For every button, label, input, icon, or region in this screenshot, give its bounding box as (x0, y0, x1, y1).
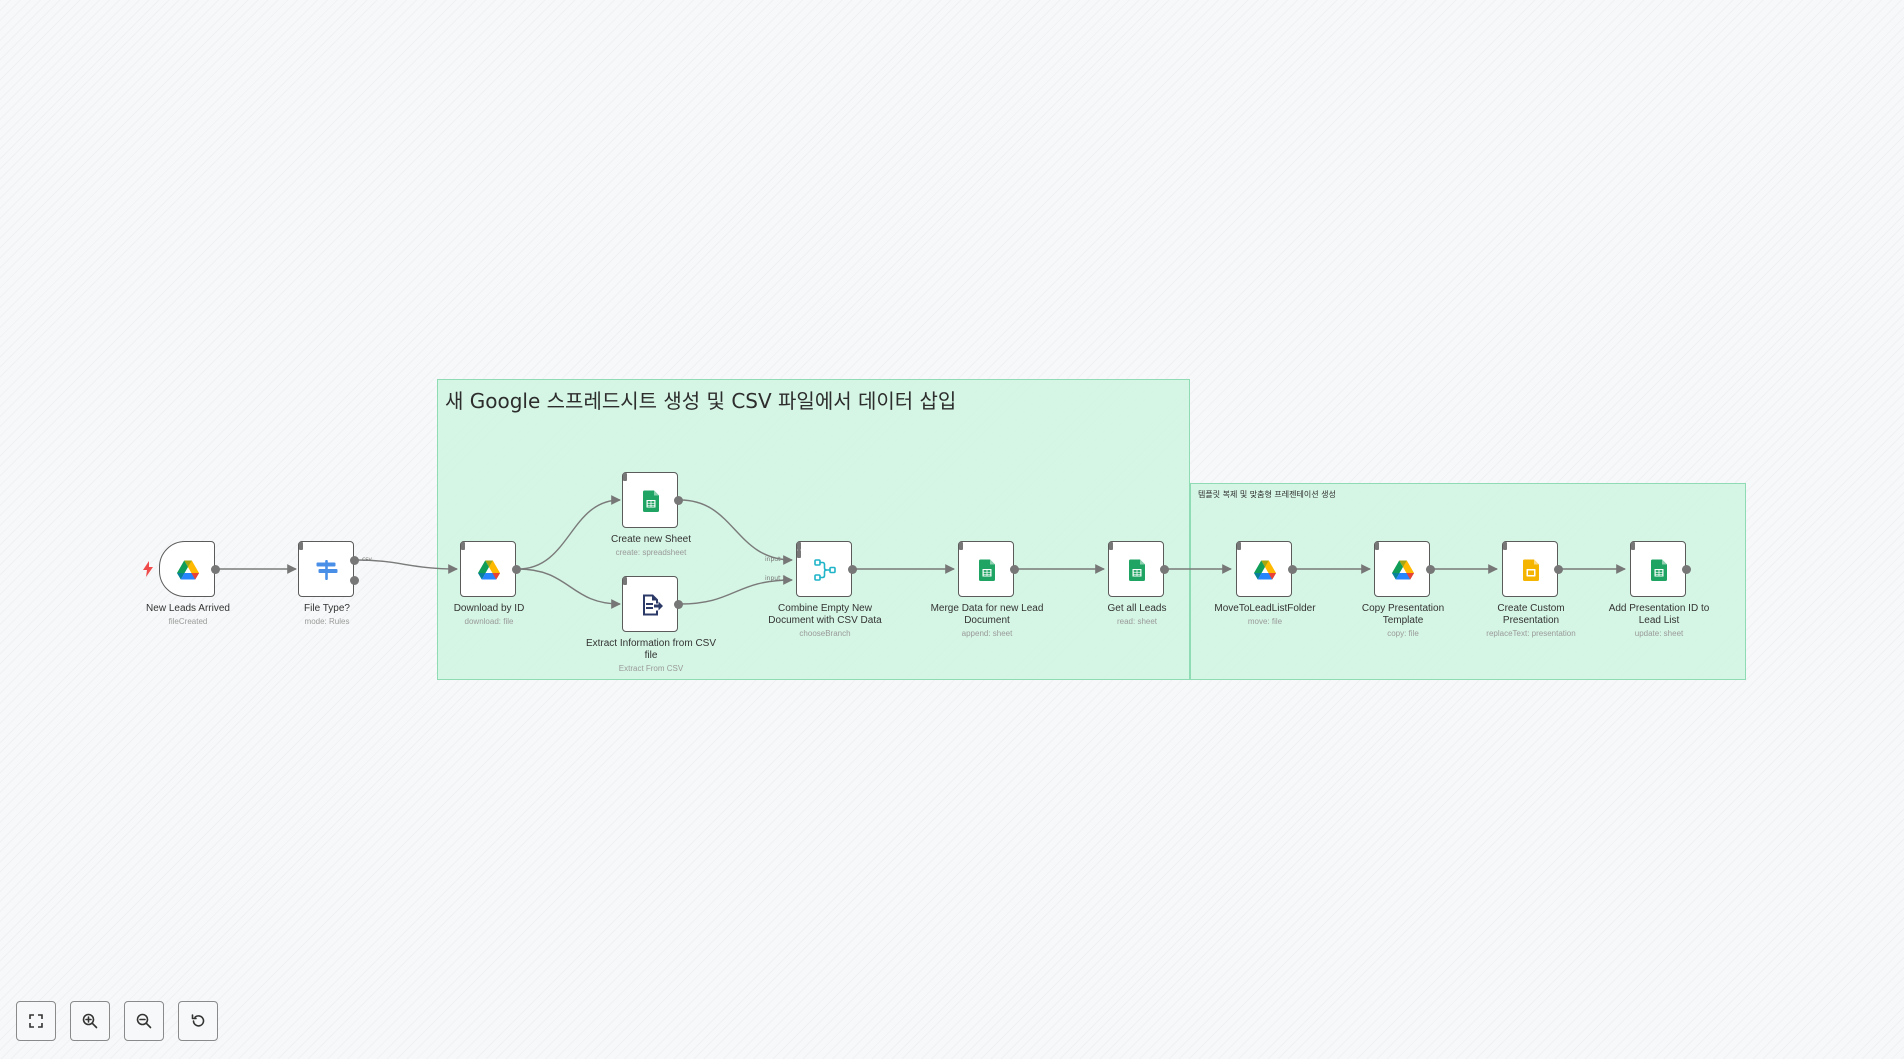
edge-label-input-2: input 2 (765, 575, 787, 582)
zoom-out-icon (136, 1013, 152, 1029)
google-drive-icon (477, 558, 501, 582)
input-port[interactable] (1237, 542, 1241, 550)
google-sheets-icon (1647, 558, 1671, 582)
sticky-note-title: 템플릿 복제 및 맞춤형 프레젠테이션 생성 (1198, 490, 1336, 499)
input-port[interactable] (1631, 542, 1635, 550)
connection-extract-csv-to-combine[interactable] (679, 575, 793, 605)
zoom-in-icon (82, 1013, 98, 1029)
output-port[interactable] (1288, 565, 1297, 574)
output-port[interactable] (211, 565, 220, 574)
edge-label-csv: csv (362, 556, 372, 563)
output-port[interactable] (1160, 565, 1169, 574)
zoom-out-button[interactable] (124, 1001, 164, 1041)
input-port-2[interactable] (797, 550, 801, 558)
connection-download-to-extract-csv[interactable] (517, 568, 621, 609)
sticky-note-create-sheet[interactable]: 새 Google 스프레드시트 생성 및 CSV 파일에서 데이터 삽입 (437, 379, 1190, 680)
input-port[interactable] (959, 542, 963, 550)
input-port-1[interactable] (797, 542, 801, 550)
output-port[interactable] (1426, 565, 1435, 574)
sticky-note-title: 새 Google 스프레드시트 생성 및 CSV 파일에서 데이터 삽입 (445, 389, 957, 413)
output-port[interactable] (1682, 565, 1691, 574)
node-label: File Type?mode: Rules (304, 603, 350, 626)
google-drive-icon (1253, 558, 1277, 582)
input-port[interactable] (461, 542, 465, 550)
connection-create-sheet-to-combine[interactable] (679, 499, 793, 565)
output-port[interactable] (674, 496, 683, 505)
output-port[interactable] (674, 600, 683, 609)
zoom-in-button[interactable] (70, 1001, 110, 1041)
fit-view-button[interactable] (16, 1001, 56, 1041)
output-port[interactable] (848, 565, 857, 574)
fit-view-icon (29, 1014, 43, 1028)
input-port[interactable] (1375, 542, 1379, 550)
merge-icon (813, 558, 837, 582)
switch-rules-icon (315, 558, 339, 582)
undo-icon (191, 1014, 205, 1027)
output-port[interactable] (1010, 565, 1019, 574)
reset-zoom-button[interactable] (178, 1001, 218, 1041)
connection-download-to-create-sheet[interactable] (517, 495, 621, 570)
google-sheets-icon (639, 489, 663, 513)
connection-file-type-to-download[interactable] (355, 559, 458, 574)
trigger-bolt-icon (143, 561, 153, 577)
output-port[interactable] (512, 565, 521, 574)
input-port[interactable] (623, 473, 627, 481)
input-port[interactable] (1109, 542, 1113, 550)
google-sheets-icon (1125, 558, 1149, 582)
input-port[interactable] (299, 542, 303, 550)
output-port-fallback[interactable] (350, 576, 359, 585)
google-sheets-icon (975, 558, 999, 582)
google-drive-icon (176, 558, 200, 582)
output-port[interactable] (1554, 565, 1563, 574)
input-port[interactable] (623, 577, 627, 585)
input-port[interactable] (1503, 542, 1507, 550)
output-port-csv[interactable] (350, 556, 359, 565)
edge-label-input-1: input 1 (765, 556, 787, 563)
google-slides-icon (1519, 558, 1543, 582)
extract-file-icon (639, 593, 663, 617)
node-file-type[interactable]: File Type?mode: Rules (298, 541, 359, 626)
google-drive-icon (1391, 558, 1415, 582)
node-label: Combine Empty New Document with CSV Data… (768, 603, 882, 638)
node-combine[interactable]: Combine Empty New Document with CSV Data… (768, 541, 882, 638)
